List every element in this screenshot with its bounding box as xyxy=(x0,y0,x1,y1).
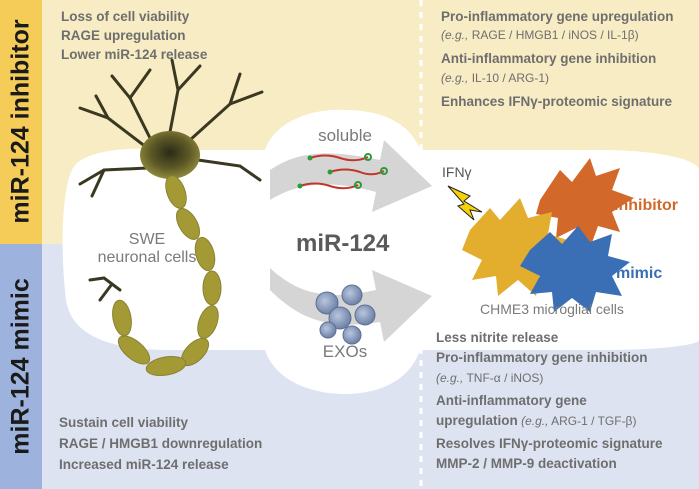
neuron-inhibitor-effect-2: RAGE upregulation xyxy=(61,28,186,43)
microglia-inhibitor-effect-4: (e.g., IL-10 / ARG-1) xyxy=(441,70,549,87)
microglia-mimic-effect-2: Pro-inflammatory gene inhibition xyxy=(436,350,648,365)
microglia-mimic-effect-6: Resolves IFNγ-proteomic signature xyxy=(436,436,663,451)
neuron-mimic-effect-1: Sustain cell viability xyxy=(59,415,189,430)
eg-label: (e.g., xyxy=(517,414,549,428)
ifn-gamma-label: IFNγ xyxy=(442,164,472,180)
neuron-label-line-2: neuronal cells xyxy=(97,249,197,266)
microglia-inhibitor-effect-5: Enhances IFNγ-proteomic signature xyxy=(441,94,673,109)
microglia-inhibitor xyxy=(536,158,634,248)
microglia-inhibitor-effect-1: Pro-inflammatory gene upregulation xyxy=(441,9,674,24)
exos-label: EXOs xyxy=(322,342,368,361)
gene-list: ARG-1 / TGF-β) xyxy=(548,414,637,428)
gene-list: TNF-α / iNOS) xyxy=(463,371,544,385)
soluble-label: soluble xyxy=(318,126,372,145)
neuron-axon xyxy=(112,175,222,377)
microglia-inhibitor-effect-3: Anti-inflammatory gene inhibition xyxy=(441,51,657,66)
white-cloud xyxy=(62,109,699,394)
mir-124-label: miR-124 xyxy=(296,230,390,257)
microglia-mimic-effect-3: (e.g., TNF-α / iNOS) xyxy=(436,370,543,387)
microglia-cells-label: CHME3 microglial cells xyxy=(480,301,624,317)
soluble-mirna xyxy=(297,153,388,190)
eg-label: (e.g., xyxy=(441,71,469,85)
neuron-label-line-1: SWE xyxy=(128,231,166,248)
neuron-mimic-effect-2: RAGE / HMGB1 downregulation xyxy=(59,436,263,451)
lightning-icon xyxy=(447,185,483,221)
side-label-mimic: miR-124 mimic xyxy=(6,278,35,455)
eg-label: (e.g., xyxy=(441,28,469,42)
neuron-inhibitor-effect-1: Loss of cell viability xyxy=(61,9,190,24)
microglia-mimic-effect-4: Anti-inflammatory gene xyxy=(436,393,587,408)
upregulation-text: upregulation xyxy=(436,413,518,428)
eg-label: (e.g., xyxy=(436,371,464,385)
neuron-mimic-effect-3: Increased miR-124 release xyxy=(59,457,229,472)
microglia-inhibitor-effect-2: (e.g., RAGE / HMGB1 / iNOS / IL-1β) xyxy=(441,27,639,44)
neuron-inhibitor-effect-3: Lower miR-124 release xyxy=(61,47,208,62)
side-label-inhibitor: miR-124 inhibitor xyxy=(6,19,35,224)
bottom-side-bar xyxy=(0,244,42,489)
microglia-mimic xyxy=(520,226,630,312)
microglia-mimic-effect-7: MMP-2 / MMP-9 deactivation xyxy=(436,456,617,471)
microglia-mimic-effect-1: Less nitrite release xyxy=(436,330,559,345)
neuron-soma xyxy=(140,131,200,179)
gene-list: RAGE / HMGB1 / iNOS / IL-1β) xyxy=(468,28,639,42)
neuron-dendrites xyxy=(78,58,264,302)
top-side-bar xyxy=(0,0,42,244)
microglia-mimic-effect-5: upregulation (e.g., ARG-1 / TGF-β) xyxy=(436,412,636,430)
gene-list: IL-10 / ARG-1) xyxy=(468,71,550,85)
mimic-label: mimic xyxy=(616,265,663,282)
exosomes xyxy=(315,284,376,345)
inhibitor-label: inhibitor xyxy=(614,197,678,214)
